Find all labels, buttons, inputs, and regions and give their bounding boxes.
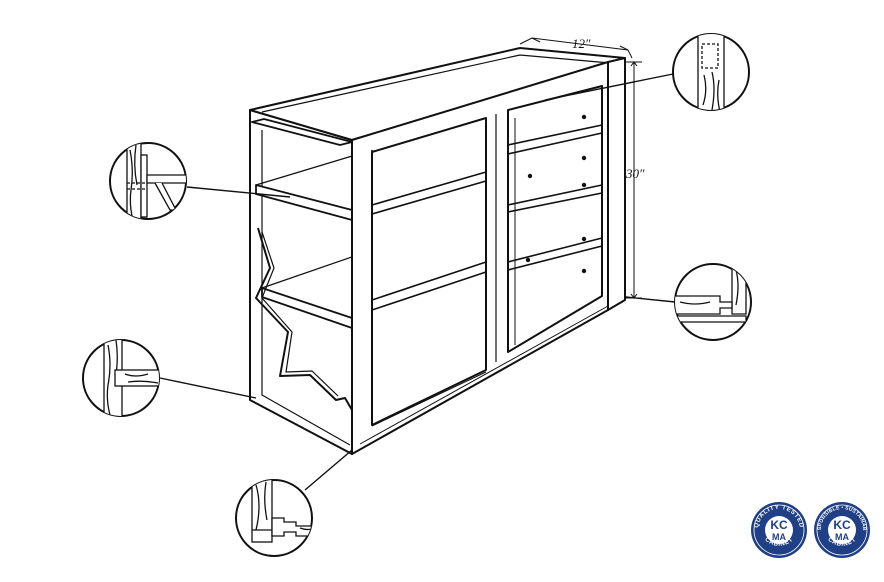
right-opening	[507, 85, 603, 353]
right-side-panel	[607, 57, 626, 311]
dado-top-joint-icon	[672, 33, 750, 111]
visible-shelf-edges	[359, 118, 609, 445]
seal-1-bottom-text: CABINET	[763, 536, 794, 548]
seal-2-mark: KC	[833, 518, 851, 532]
face-frame	[351, 61, 609, 455]
face-frame-joint-icon	[235, 479, 313, 557]
leader-lines	[159, 73, 676, 491]
quality-tested-seal: QUALITY TESTED CABINET KC MA	[751, 502, 807, 558]
left-side-panel	[249, 109, 353, 455]
seal-2-mark2: MA	[835, 532, 849, 542]
dado-shelf-joint-icon	[82, 339, 160, 417]
bottom-back-joint-icon	[674, 263, 752, 341]
shelf-pin-holes	[525, 114, 587, 274]
depth-dimension: 12″	[572, 36, 591, 51]
shelf-clip-icon	[109, 142, 187, 220]
seal-1-mark2: MA	[772, 532, 786, 542]
height-dimension: 30″	[625, 166, 645, 181]
seal-1-mark: KC	[770, 518, 788, 532]
left-opening	[371, 117, 487, 426]
svg-text:CABINET: CABINET	[763, 536, 794, 548]
svg-text:CABINET: CABINET	[826, 536, 857, 548]
cutaway-edge	[255, 227, 353, 411]
seal-2-bottom-text: CABINET	[826, 536, 857, 548]
